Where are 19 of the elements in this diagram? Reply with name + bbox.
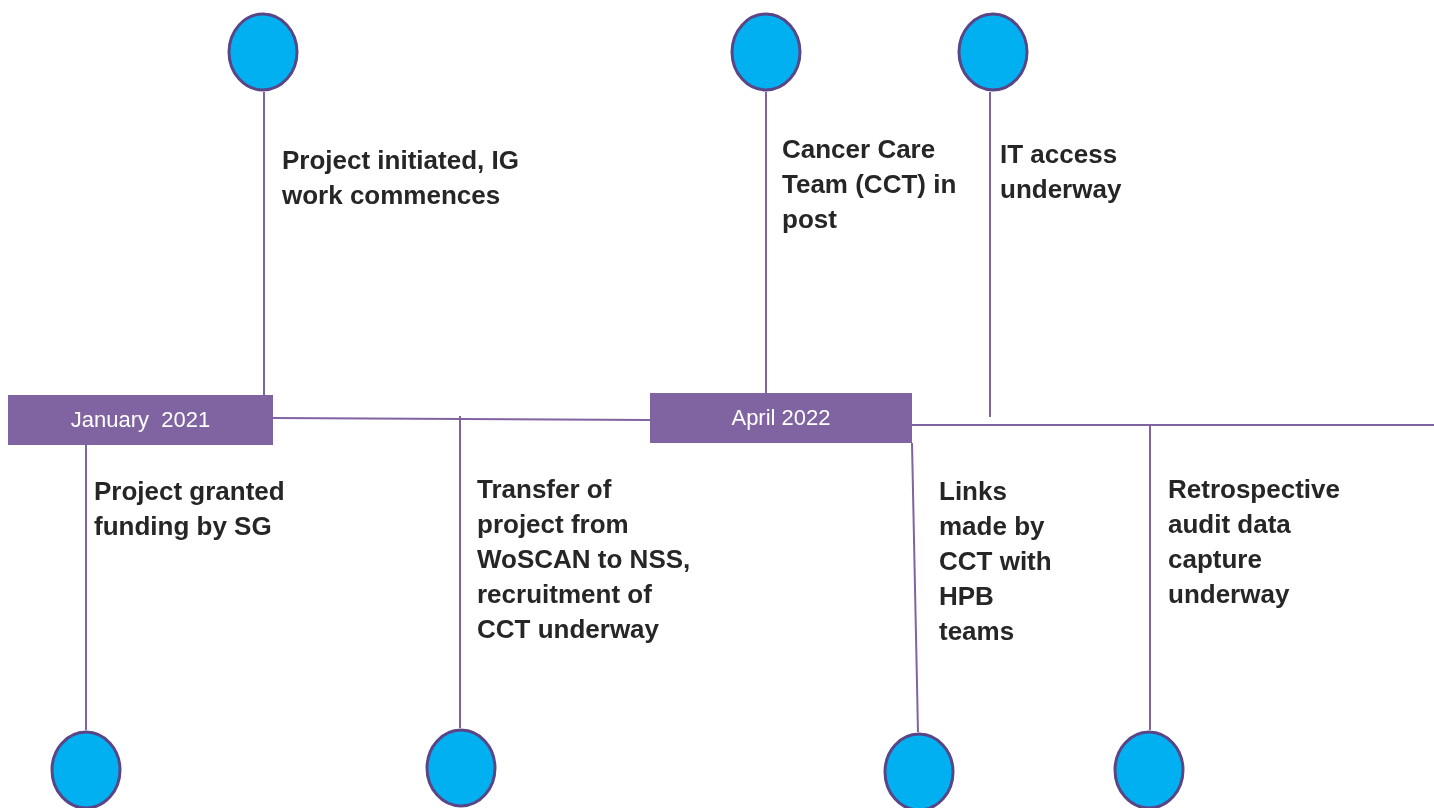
timeline-line: [272, 417, 651, 421]
leader-line: [459, 415, 461, 729]
timeline-line: [911, 424, 1434, 426]
leader-line: [263, 91, 265, 396]
date-box: January 2021: [8, 395, 273, 445]
milestone-text: Project granted funding by SG: [94, 475, 286, 543]
leader-line: [765, 91, 767, 394]
milestone-text: Transfer of project from WoSCAN to NSS, recruitment of CCT underway: [477, 473, 692, 646]
milestone-text: IT access underway: [1000, 138, 1123, 206]
milestone-text: Retrospective audit data capture underway: [1168, 473, 1341, 611]
milestone-text: Cancer Care Team (CCT) in post: [782, 133, 958, 236]
leader-line: [1149, 423, 1151, 731]
leader-line: [989, 91, 991, 418]
leader-line: [911, 442, 919, 733]
leader-line: [85, 444, 87, 731]
milestone-text: Links made by CCT with HPB teams: [939, 475, 1053, 648]
milestone-circle: [425, 728, 497, 808]
date-box: April 2022: [650, 393, 912, 443]
milestone-text: Project initiated, IG work commences: [282, 144, 520, 212]
